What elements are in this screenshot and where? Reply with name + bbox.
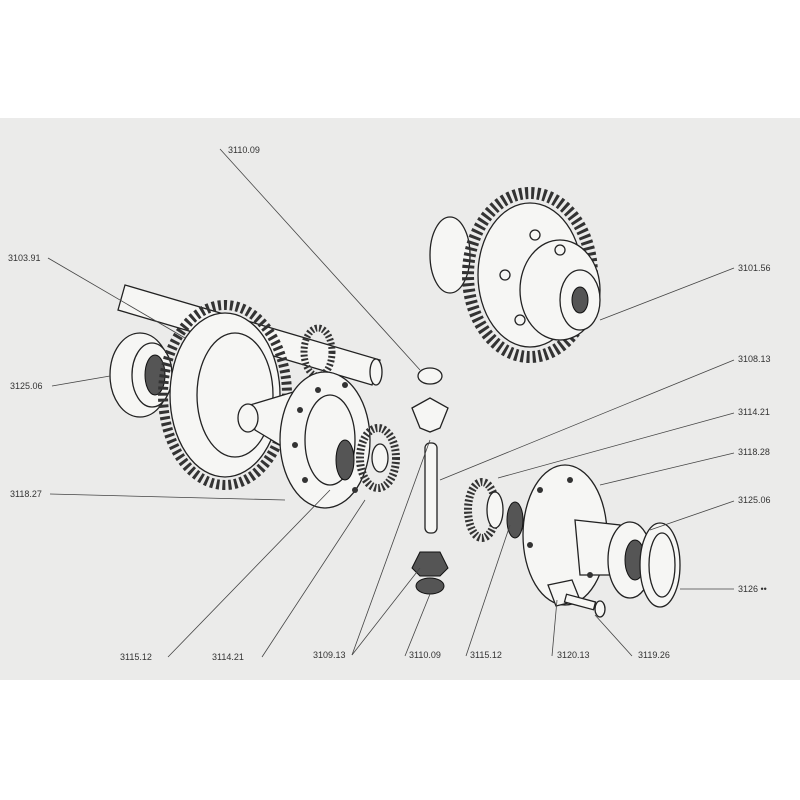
label-3125-06-right: 3125.06 bbox=[738, 495, 771, 505]
label-3115-12-right: 3115.12 bbox=[470, 650, 502, 660]
left-bearing-part bbox=[109, 332, 173, 418]
label-3120-13: 3120.13 bbox=[557, 650, 590, 660]
right-side-gear-part bbox=[464, 478, 504, 542]
right-thrust-washer-part bbox=[506, 501, 524, 539]
left-thrust-washer-part bbox=[335, 439, 355, 481]
label-3110-09-top: 3110.09 bbox=[228, 145, 260, 155]
upper-pinion-part bbox=[411, 397, 449, 433]
label-3110-09-bottom: 3110.09 bbox=[409, 650, 441, 660]
label-3126: 3126 •• bbox=[738, 584, 767, 594]
lower-pinion-part bbox=[411, 551, 449, 577]
label-3125-06-left: 3125.06 bbox=[10, 381, 43, 391]
seal-part bbox=[639, 522, 681, 608]
assembled-differential-part bbox=[429, 187, 601, 363]
left-side-gear-part bbox=[356, 424, 400, 492]
label-3115-12-left: 3115.12 bbox=[120, 652, 152, 662]
label-3109-13: 3109.13 bbox=[313, 650, 346, 660]
label-3101-56: 3101.56 bbox=[738, 263, 771, 273]
pin-part bbox=[424, 442, 438, 534]
label-3114-21-left: 3114.21 bbox=[212, 652, 244, 662]
label-3118-28: 3118.28 bbox=[738, 447, 770, 457]
leader-lines bbox=[47, 148, 735, 658]
bolt-part bbox=[563, 593, 606, 618]
crown-gear-part bbox=[158, 300, 292, 490]
label-3114-21-right: 3114.21 bbox=[738, 407, 770, 417]
label-3108-13: 3108.13 bbox=[738, 354, 771, 364]
label-3118-27: 3118.27 bbox=[10, 489, 42, 499]
top-washer-part bbox=[417, 367, 443, 385]
pinion-gear-part bbox=[300, 324, 336, 380]
label-3119-26: 3119.26 bbox=[638, 650, 670, 660]
bottom-washer-part bbox=[415, 577, 445, 595]
label-3103-91: 3103.91 bbox=[8, 253, 41, 263]
